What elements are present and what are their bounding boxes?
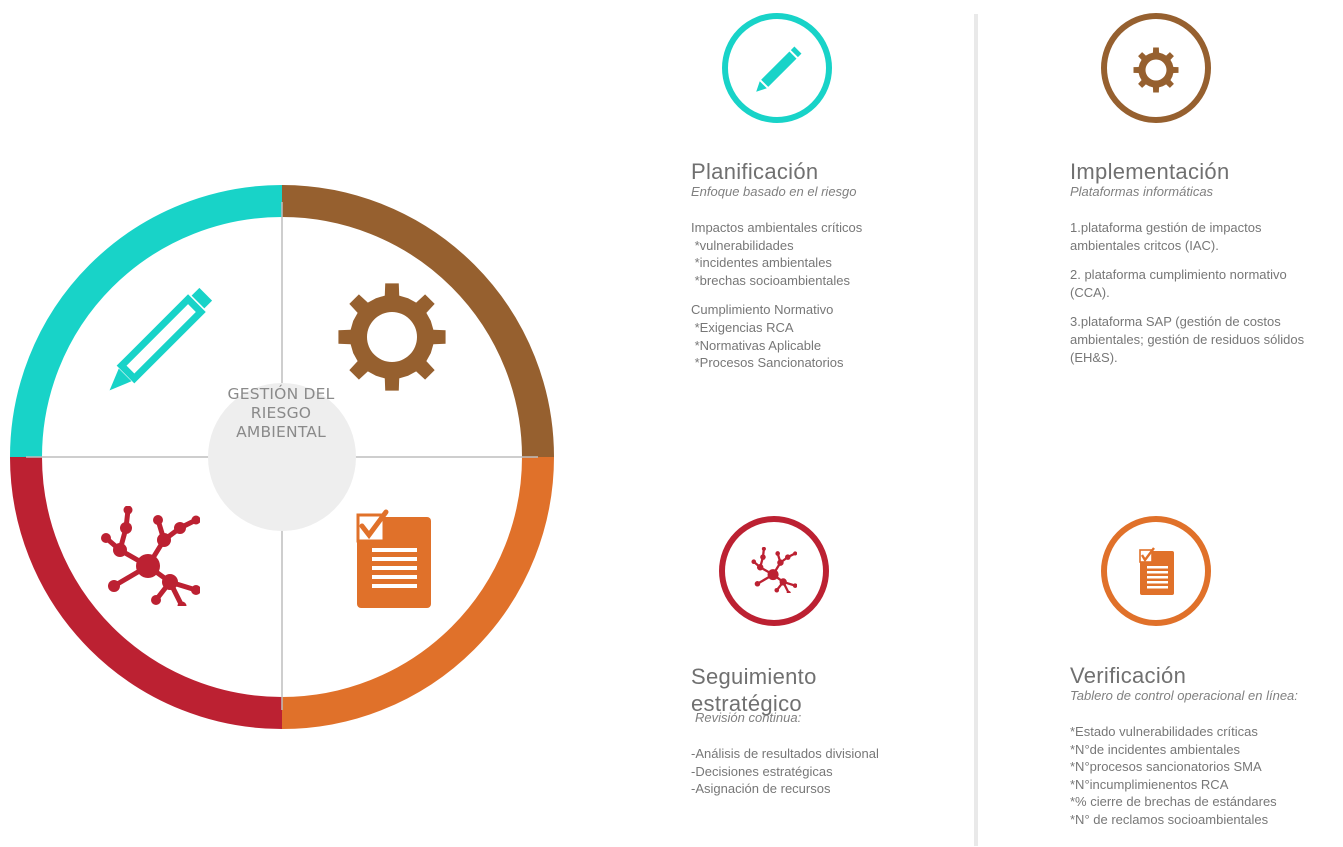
panel-subtitle: Revisión continua:	[695, 710, 802, 725]
panel-subtitle: Enfoque basado en el riesgo	[691, 184, 857, 199]
list-item: *N°procesos sancionatorios SMA	[1070, 759, 1262, 775]
list-item: ambientales; gestión de residuos sólidos	[1070, 331, 1305, 347]
list-item: Impactos ambientales críticos	[691, 220, 863, 235]
seguimiento-panel: Seguimiento estratégico Revisión continu…	[691, 663, 961, 798]
list-item: *Procesos Sancionatorios	[691, 355, 844, 371]
center-label-line: GESTIÓN DEL	[227, 385, 335, 403]
panel-title: Verificación	[1070, 663, 1187, 688]
pencil-icon	[756, 46, 802, 92]
planificacion-badge	[722, 13, 832, 123]
panel-body: Impactos ambientales críticos *vulnerabi…	[691, 219, 961, 372]
center-circle	[208, 383, 356, 531]
list-item: *N° de reclamos socioambientales	[1070, 811, 1269, 827]
list-item: (CCA).	[1070, 284, 1110, 300]
list-item: *N°incumplimienentos RCA	[1070, 776, 1229, 792]
seguimiento-badge	[719, 516, 829, 626]
network-nodes-icon	[101, 506, 201, 611]
network-nodes-icon	[751, 547, 797, 593]
center-label-line: RIESGO	[250, 404, 312, 422]
panel-title: Implementación	[1070, 159, 1230, 184]
list-item: *N°de incidentes ambientales	[1070, 741, 1240, 757]
center-label: GESTIÓN DEL RIESGO AMBIENTAL	[208, 385, 354, 442]
column-divider	[974, 14, 978, 846]
pencil-icon	[109, 287, 213, 391]
risk-management-wheel	[10, 185, 554, 729]
seguimiento-arc	[10, 456, 283, 729]
list-item: -Asignación de recursos	[691, 781, 831, 797]
list-item: *incidentes ambientales	[691, 255, 832, 271]
panel-body: 1.plataforma gestión de impactos ambient…	[1070, 219, 1343, 366]
list-item: *vulnerabilidades	[691, 237, 794, 253]
planificacion-arc	[10, 185, 283, 458]
implementacion-panel: Implementación Plataformas informáticas …	[1070, 160, 1343, 366]
list-item: -Análisis de resultados divisional	[691, 746, 879, 761]
center-label-line: AMBIENTAL	[236, 423, 326, 441]
list-item: -Decisiones estratégicas	[691, 763, 833, 779]
implementacion-arc	[281, 185, 554, 458]
implementacion-badge	[1101, 13, 1211, 123]
list-item: 2. plataforma cumplimiento normativo	[1070, 267, 1287, 283]
planificacion-panel: Planificación Enfoque basado en el riesg…	[691, 160, 961, 372]
list-item: ambientales critcos (IAC).	[1070, 237, 1219, 253]
verificacion-arc	[281, 456, 554, 729]
panel-body: -Análisis de resultados divisional -Deci…	[691, 745, 961, 798]
panel-title: Planificación	[691, 159, 819, 184]
list-item: (EH&S).	[1070, 349, 1118, 365]
list-item: *Normativas Aplicable	[691, 337, 822, 353]
panel-title-line: estratégico	[691, 691, 802, 716]
list-item: 3.plataforma SAP (gestión de costos	[1070, 314, 1281, 330]
list-item: *Exigencias RCA	[691, 319, 794, 335]
panel-subtitle: Tablero de control operacional en línea:	[1070, 688, 1298, 703]
list-item: 1.plataforma gestión de impactos	[1070, 220, 1262, 235]
list-item: *% cierre de brechas de estándares	[1070, 794, 1277, 810]
verificacion-badge	[1101, 516, 1211, 626]
panel-body: *Estado vulnerabilidades críticas *N°de …	[1070, 723, 1343, 829]
checklist-document-icon	[1139, 547, 1174, 595]
gear-icon	[338, 283, 446, 391]
verificacion-panel: Verificación Tablero de control operacio…	[1070, 664, 1343, 829]
list-item: *Estado vulnerabilidades críticas	[1070, 724, 1258, 739]
panel-subtitle: Plataformas informáticas	[1070, 184, 1214, 199]
checklist-document-icon	[356, 509, 431, 608]
panel-title-line: Seguimiento	[691, 664, 817, 689]
gear-icon	[1133, 47, 1179, 93]
list-item: Cumplimiento Normativo	[691, 302, 834, 318]
list-item: *brechas socioambientales	[691, 272, 850, 288]
